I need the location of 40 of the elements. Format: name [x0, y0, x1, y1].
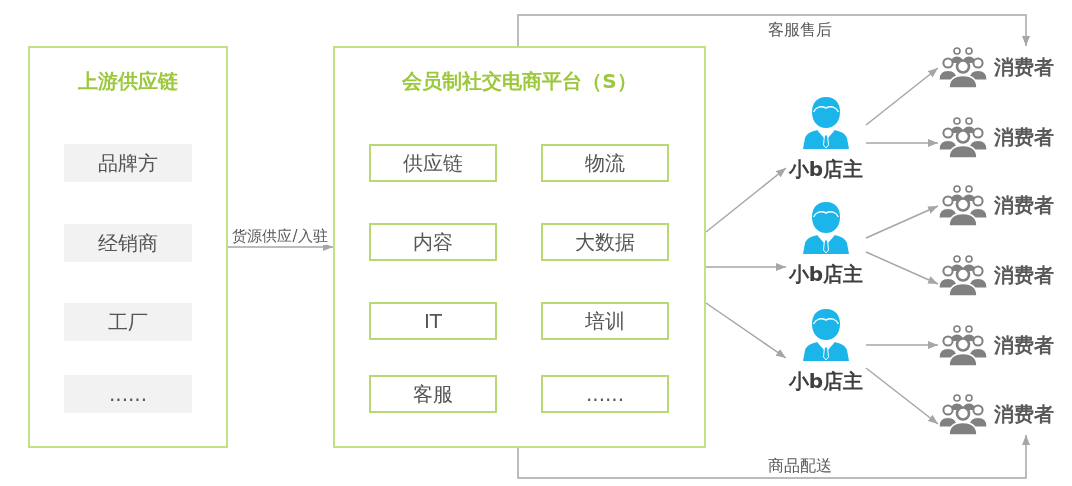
panel-title: 会员制社交电商平台（S） [402, 68, 637, 94]
arrow [705, 302, 787, 359]
edge-label: 商品配送 [766, 456, 834, 476]
arrow [865, 205, 939, 239]
panel-title: 上游供应链 [78, 68, 178, 94]
edge-label: 客服售后 [766, 20, 834, 40]
module-box: 供应链 [369, 144, 497, 182]
role-label: 消费者 [994, 193, 1054, 217]
module-box: 培训 [541, 302, 669, 340]
entity-box: ...... [64, 375, 192, 413]
arrow [227, 243, 334, 251]
role-label: 消费者 [994, 125, 1054, 149]
module-box: IT [369, 302, 497, 340]
arrow [865, 67, 939, 126]
role-label: 小b店主 [788, 263, 864, 285]
group-panel [333, 46, 706, 448]
role-label: 消费者 [994, 55, 1054, 79]
group-panel [28, 46, 228, 448]
entity-box: 品牌方 [64, 144, 192, 182]
role-label: 小b店主 [788, 370, 864, 392]
arrow [865, 341, 939, 349]
arrow [865, 251, 939, 285]
entity-box: 经销商 [64, 224, 192, 262]
arrow [517, 14, 1030, 47]
role-label: 小b店主 [788, 158, 864, 180]
arrow [865, 139, 939, 147]
module-box: 大数据 [541, 223, 669, 261]
edge-label: 货源供应/入驻 [230, 227, 330, 245]
module-box: 客服 [369, 375, 497, 413]
arrow [705, 167, 787, 233]
role-label: 消费者 [994, 263, 1054, 287]
role-label: 消费者 [994, 333, 1054, 357]
module-box: 内容 [369, 223, 497, 261]
module-box: ...... [541, 375, 669, 413]
module-box: 物流 [541, 144, 669, 182]
arrow [705, 263, 787, 271]
arrow [517, 434, 1030, 479]
arrow [865, 367, 939, 425]
entity-box: 工厂 [64, 303, 192, 341]
role-label: 消费者 [994, 402, 1054, 426]
